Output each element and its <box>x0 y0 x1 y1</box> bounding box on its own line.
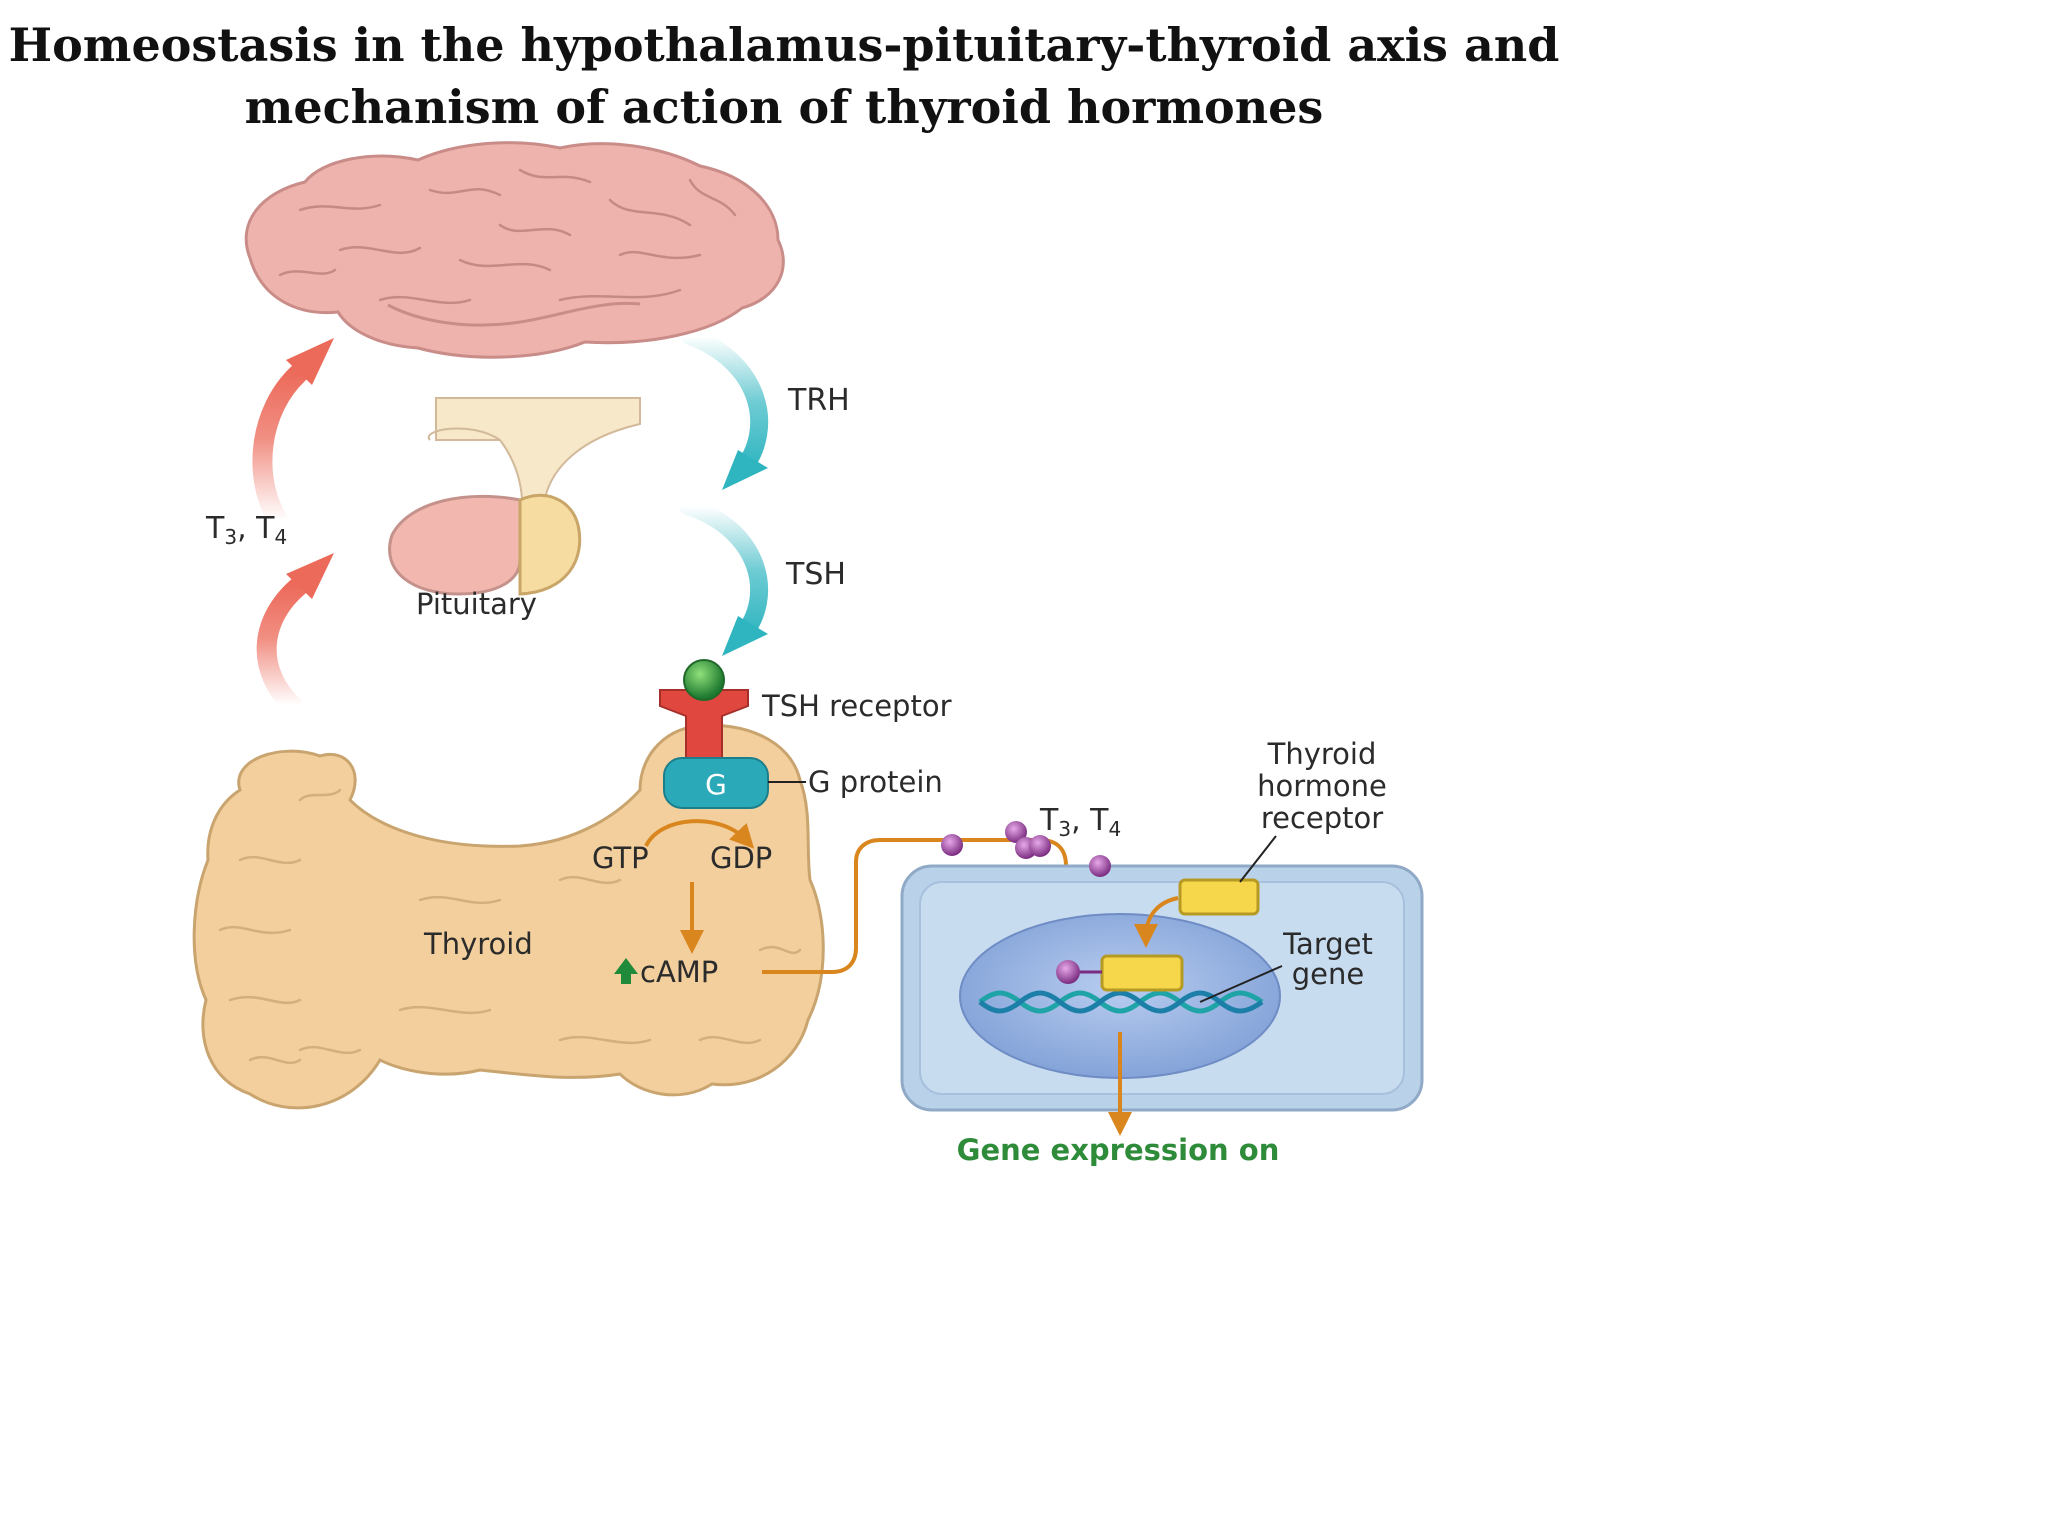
hormone-molecule <box>1029 835 1051 857</box>
thyroid-to-cell-path <box>762 838 1078 974</box>
trh-arrow <box>681 327 769 490</box>
title-line-1: Homeostasis in the hypothalamus-pituitar… <box>8 18 1560 72</box>
target-gene-label-1: Target <box>1282 927 1373 961</box>
th-receptor-label-1: Thyroid <box>1267 737 1377 771</box>
hormone-molecule <box>1089 855 1111 877</box>
hormone-molecule <box>941 834 963 856</box>
page-title: Homeostasis in the hypothalamus-pituitar… <box>0 14 1568 138</box>
g-protein: G <box>663 757 769 809</box>
th-receptor-label-3: receptor <box>1261 801 1383 835</box>
feedback-arrow-lower <box>256 553 334 715</box>
hormone-molecule <box>1005 821 1027 843</box>
thyroid-hormone-receptor-leader <box>1239 835 1277 883</box>
t3-t4-feedback-label: T3, T4 <box>205 511 287 549</box>
receptor-to-nucleus-arrow <box>1134 896 1179 948</box>
thyroid-hormone-receptor-nucleus <box>1100 954 1184 992</box>
gdp-label: GDP <box>710 841 772 875</box>
trh-label: TRH <box>787 383 850 418</box>
title-line-2: mechanism of action of thyroid hormones <box>244 80 1324 134</box>
target-gene-leader <box>1199 965 1283 1003</box>
thyroid-gland <box>192 723 825 1110</box>
feedback-arrow-upper <box>252 338 334 530</box>
thyroid-label: Thyroid <box>423 927 533 961</box>
tsh-receptor-label: TSH receptor <box>761 689 952 723</box>
pituitary-label: Pituitary <box>416 587 537 621</box>
gtp-gdp-arrow <box>644 819 755 849</box>
gene-expression-label: Gene expression on <box>957 1133 1280 1167</box>
pituitary-gland <box>388 397 641 596</box>
hormone-molecule-bound <box>1056 960 1080 984</box>
dna-helix <box>978 990 1264 1014</box>
camp-increase-icon <box>614 958 638 984</box>
tsh-arrow <box>679 497 769 656</box>
hpt-axis-diagram: G <box>192 141 1424 1167</box>
thyroid-hormone-receptor-cytoplasm <box>1178 878 1260 916</box>
gtp-label: GTP <box>592 841 649 875</box>
g-letter: G <box>705 768 727 801</box>
camp-label: cAMP <box>640 955 718 989</box>
canvas: Homeostasis in the hypothalamus-pituitar… <box>0 14 1568 1167</box>
tsh-molecule <box>683 659 725 701</box>
tsh-label: TSH <box>785 557 846 592</box>
thyroid-hormone-molecules <box>941 821 1111 984</box>
target-gene-label-2: gene <box>1292 957 1364 991</box>
g-protein-label: G protein <box>808 765 943 799</box>
t3-t4-cell-label: T3, T4 <box>1039 803 1121 841</box>
brain <box>244 141 785 359</box>
th-receptor-label-2: hormone <box>1257 769 1387 803</box>
